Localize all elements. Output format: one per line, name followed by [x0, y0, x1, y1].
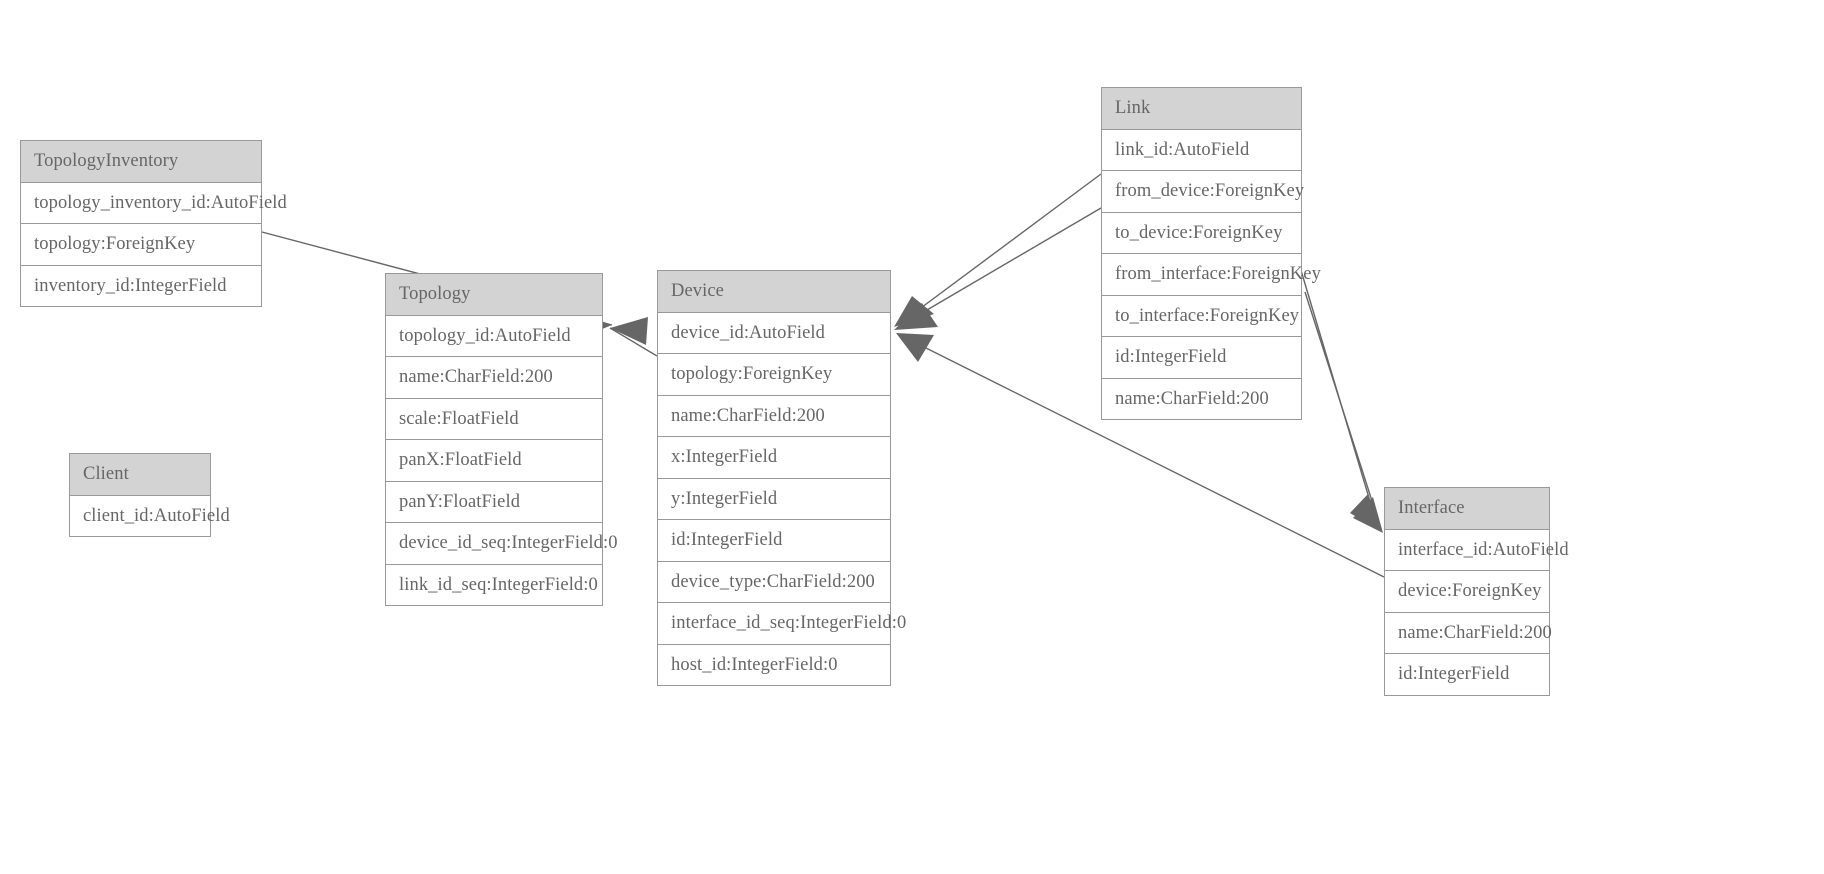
entity-title-client: Client — [70, 454, 210, 496]
relation-line — [897, 173, 1102, 326]
entity-field-row: id:IntegerField — [658, 520, 890, 562]
relation-line — [609, 327, 658, 357]
relation-arrowhead — [1353, 497, 1383, 533]
entity-field-row: from_device:ForeignKey — [1102, 171, 1304, 213]
entity-field-row: link_id_seq:IntegerField:0 — [386, 564, 602, 605]
relation-arrowhead — [894, 296, 934, 327]
entity-field-row: device_type:CharField:200 — [658, 561, 890, 603]
entity-title-interface: Interface — [1385, 488, 1549, 530]
entity-field-row: host_id:IntegerField:0 — [658, 644, 890, 685]
entity-field-row: interface_id_seq:IntegerField:0 — [658, 603, 906, 645]
entity-field-row: name:CharField:200 — [1385, 612, 1552, 654]
relation-line — [897, 207, 1102, 328]
entity-field-row: to_device:ForeignKey — [1102, 212, 1301, 254]
entity-field-row: link_id:AutoField — [1102, 129, 1301, 171]
entity-title-topology_inventory: TopologyInventory — [21, 141, 261, 183]
relation-arrowhead — [894, 303, 938, 330]
entity-field-row: name:CharField:200 — [658, 395, 890, 437]
relation-arrowhead — [896, 333, 934, 362]
relation-arrowhead — [610, 317, 648, 345]
entity-field-row: name:CharField:200 — [1102, 378, 1301, 419]
entity-field-row: topology_inventory_id:AutoField — [21, 182, 287, 224]
entity-field-row: client_id:AutoField — [70, 495, 230, 536]
entity-title-topology: Topology — [386, 274, 602, 316]
entity-field-row: device_id_seq:IntegerField:0 — [386, 523, 617, 565]
entity-field-row: device:ForeignKey — [1385, 571, 1549, 613]
entity-field-row: topology_id:AutoField — [386, 315, 602, 357]
entity-field-row: topology:ForeignKey — [21, 224, 261, 266]
entity-field-row: x:IntegerField — [658, 437, 890, 479]
entity-field-row: name:CharField:200 — [386, 357, 602, 399]
entity-field-row: interface_id:AutoField — [1385, 529, 1569, 571]
relation-arrowhead — [1350, 494, 1380, 531]
entity-field-row: id:IntegerField — [1385, 654, 1549, 695]
relation-line — [1304, 291, 1382, 530]
relation-line — [1296, 256, 1379, 529]
entity-field-row: panX:FloatField — [386, 440, 602, 482]
entity-field-row: y:IntegerField — [658, 478, 890, 520]
entity-field-row: from_interface:ForeignKey — [1102, 254, 1321, 296]
entity-title-link: Link — [1102, 88, 1301, 130]
entity-field-row: to_interface:ForeignKey — [1102, 295, 1301, 337]
entity-field-row: panY:FloatField — [386, 481, 602, 523]
entity-field-row: topology:ForeignKey — [658, 354, 890, 396]
entity-field-row: scale:FloatField — [386, 398, 602, 440]
entity-field-row: inventory_id:IntegerField — [21, 265, 261, 306]
entity-field-row: id:IntegerField — [1102, 337, 1301, 379]
entity-title-device: Device — [658, 271, 890, 313]
entity-field-row: device_id:AutoField — [658, 312, 890, 354]
